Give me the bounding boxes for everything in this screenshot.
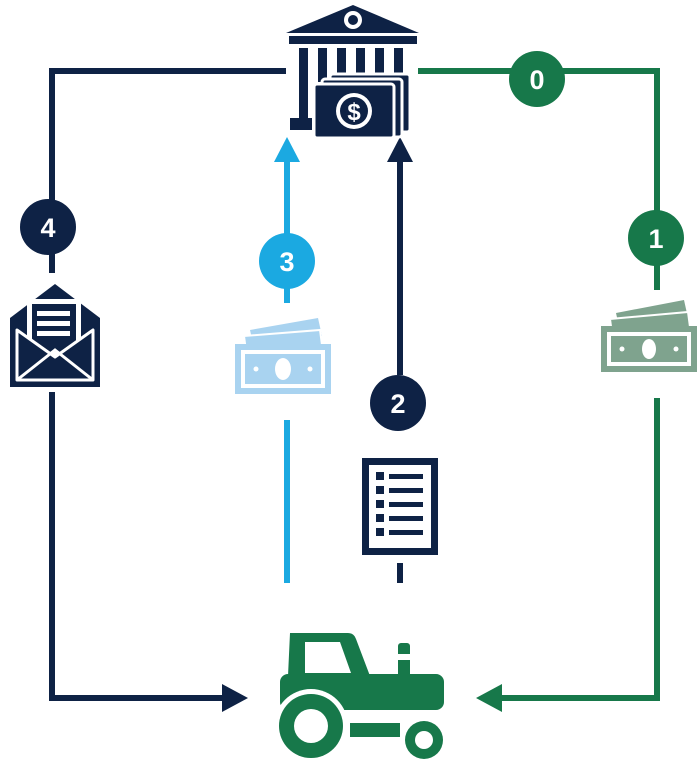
tractor-icon xyxy=(274,633,447,763)
document-list-icon xyxy=(362,458,438,555)
arrowhead-to-tractor-right xyxy=(476,684,502,712)
banknotes-icon-green xyxy=(601,300,697,372)
flow-path-2 xyxy=(387,137,413,583)
arrowhead-to-tractor-left xyxy=(222,684,248,712)
step-badge-3: 3 xyxy=(259,233,315,289)
svg-text:3: 3 xyxy=(279,247,294,277)
step-badge-1: 1 xyxy=(628,210,684,266)
svg-text:$: $ xyxy=(347,99,361,126)
bank-icon: $ xyxy=(286,5,419,140)
svg-text:2: 2 xyxy=(390,389,405,419)
flow-path-0-1 xyxy=(418,68,660,712)
svg-text:0: 0 xyxy=(529,65,544,95)
envelope-icon xyxy=(10,284,100,387)
arrowhead-to-bank-sky xyxy=(274,137,300,162)
svg-text:4: 4 xyxy=(40,213,55,243)
step-badge-4: 4 xyxy=(20,199,76,255)
step-badge-2: 2 xyxy=(370,375,426,431)
step-badge-0: 0 xyxy=(509,51,565,107)
banknotes-icon-sky xyxy=(235,318,331,394)
svg-text:1: 1 xyxy=(648,224,663,254)
arrowhead-to-bank-navy xyxy=(387,137,413,162)
